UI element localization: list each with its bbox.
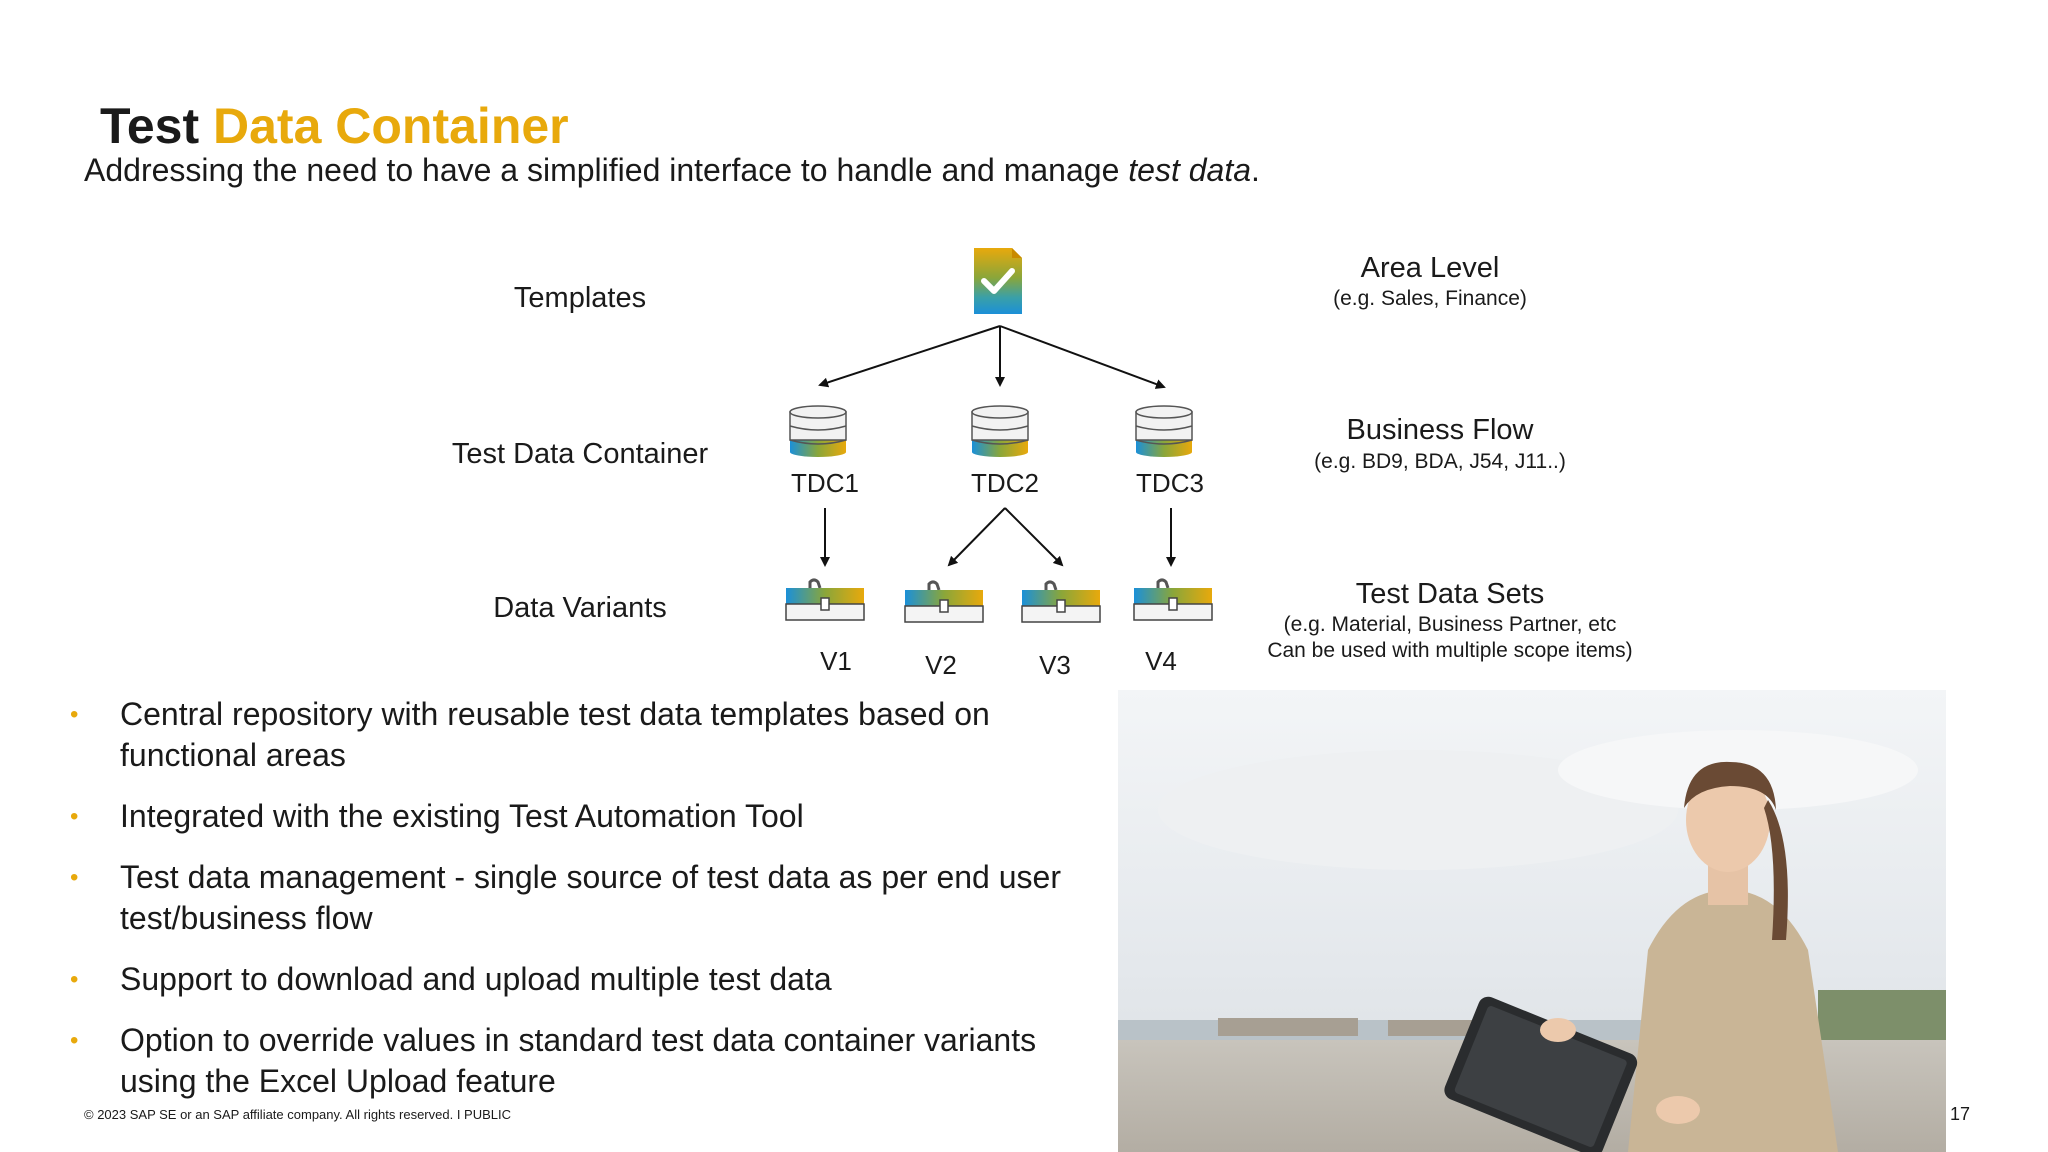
list-item: • Test data management - single source of… — [70, 857, 1120, 939]
v3-label: V3 — [1039, 650, 1071, 680]
woman-with-tablet-photo — [1118, 690, 1946, 1152]
bullet-text: Central repository with reusable test da… — [120, 696, 990, 773]
page-subtitle: Addressing the need to have a simplified… — [84, 150, 1260, 190]
area-level-title: Area Level — [1360, 252, 1500, 284]
tdc2-database-icon — [971, 405, 1029, 457]
business-flow-sub: (e.g. BD9, BDA, J54, J11..) — [1314, 450, 1566, 473]
page-title: Test Data Container — [100, 96, 569, 156]
feature-list: • Central repository with reusable test d… — [70, 694, 1120, 1122]
list-item: • Integrated with the existing Test Autom… — [70, 796, 1120, 837]
variant-arrows — [820, 507, 1176, 567]
area-level-sub: (e.g. Sales, Finance) — [1333, 287, 1527, 310]
bullet-text: Test data management - single source of … — [120, 859, 1061, 936]
v2-toolbox-icon — [904, 580, 984, 623]
photo-illustration — [1118, 690, 1946, 1152]
level-containers: Test Data Container — [451, 438, 709, 470]
copyright-footer: © 2023 SAP SE or an SAP affiliate compan… — [84, 1107, 512, 1122]
bullet-text: Support to download and upload multiple … — [120, 961, 832, 997]
bullet-dot-icon: • — [70, 1027, 79, 1054]
bullet-dot-icon: • — [70, 864, 79, 891]
bullet-dot-icon: • — [70, 966, 79, 993]
tdc3-database-icon — [1135, 405, 1193, 457]
test-data-sets-sub2: Can be used with multiple scope items) — [1267, 639, 1633, 662]
v2-label: V2 — [925, 650, 957, 680]
test-data-sets-title: Test Data Sets — [1355, 578, 1545, 610]
level-templates: Templates — [513, 282, 647, 314]
tdc1-label: TDC1 — [791, 468, 859, 498]
subtitle-end: . — [1251, 152, 1260, 188]
subtitle-text: Addressing the need to have a simplified… — [84, 152, 1129, 188]
bullet-text: Option to override values in standard te… — [120, 1022, 1037, 1099]
tdc3-label: TDC3 — [1136, 468, 1204, 498]
v4-label: V4 — [1145, 646, 1177, 676]
list-item: • Option to override values in standard t… — [70, 1020, 1120, 1102]
v1-toolbox-icon — [785, 578, 865, 621]
list-item: • Central repository with reusable test d… — [70, 694, 1120, 776]
subtitle-emphasis: test data — [1128, 152, 1251, 188]
title-part1: Test — [100, 98, 200, 154]
list-item: • Support to download and upload multiple… — [70, 959, 1120, 1000]
test-data-sets-sub1: (e.g. Material, Business Partner, etc — [1283, 613, 1617, 636]
template-arrows — [818, 325, 1166, 389]
v4-toolbox-icon — [1133, 578, 1213, 621]
tdc2-label: TDC2 — [971, 468, 1039, 498]
bullet-dot-icon: • — [70, 803, 79, 830]
level-variants: Data Variants — [493, 592, 667, 624]
hierarchy-diagram — [785, 248, 1213, 623]
bullet-text: Integrated with the existing Test Automa… — [120, 798, 804, 834]
business-flow-title: Business Flow — [1346, 414, 1534, 446]
template-document-icon — [974, 248, 1022, 314]
tdc1-database-icon — [789, 405, 847, 457]
bullet-dot-icon: • — [70, 701, 79, 728]
title-part2: Data Container — [213, 98, 569, 154]
page-number: 17 — [1950, 1104, 1971, 1124]
v3-toolbox-icon — [1021, 580, 1101, 623]
v1-label: V1 — [820, 646, 852, 676]
